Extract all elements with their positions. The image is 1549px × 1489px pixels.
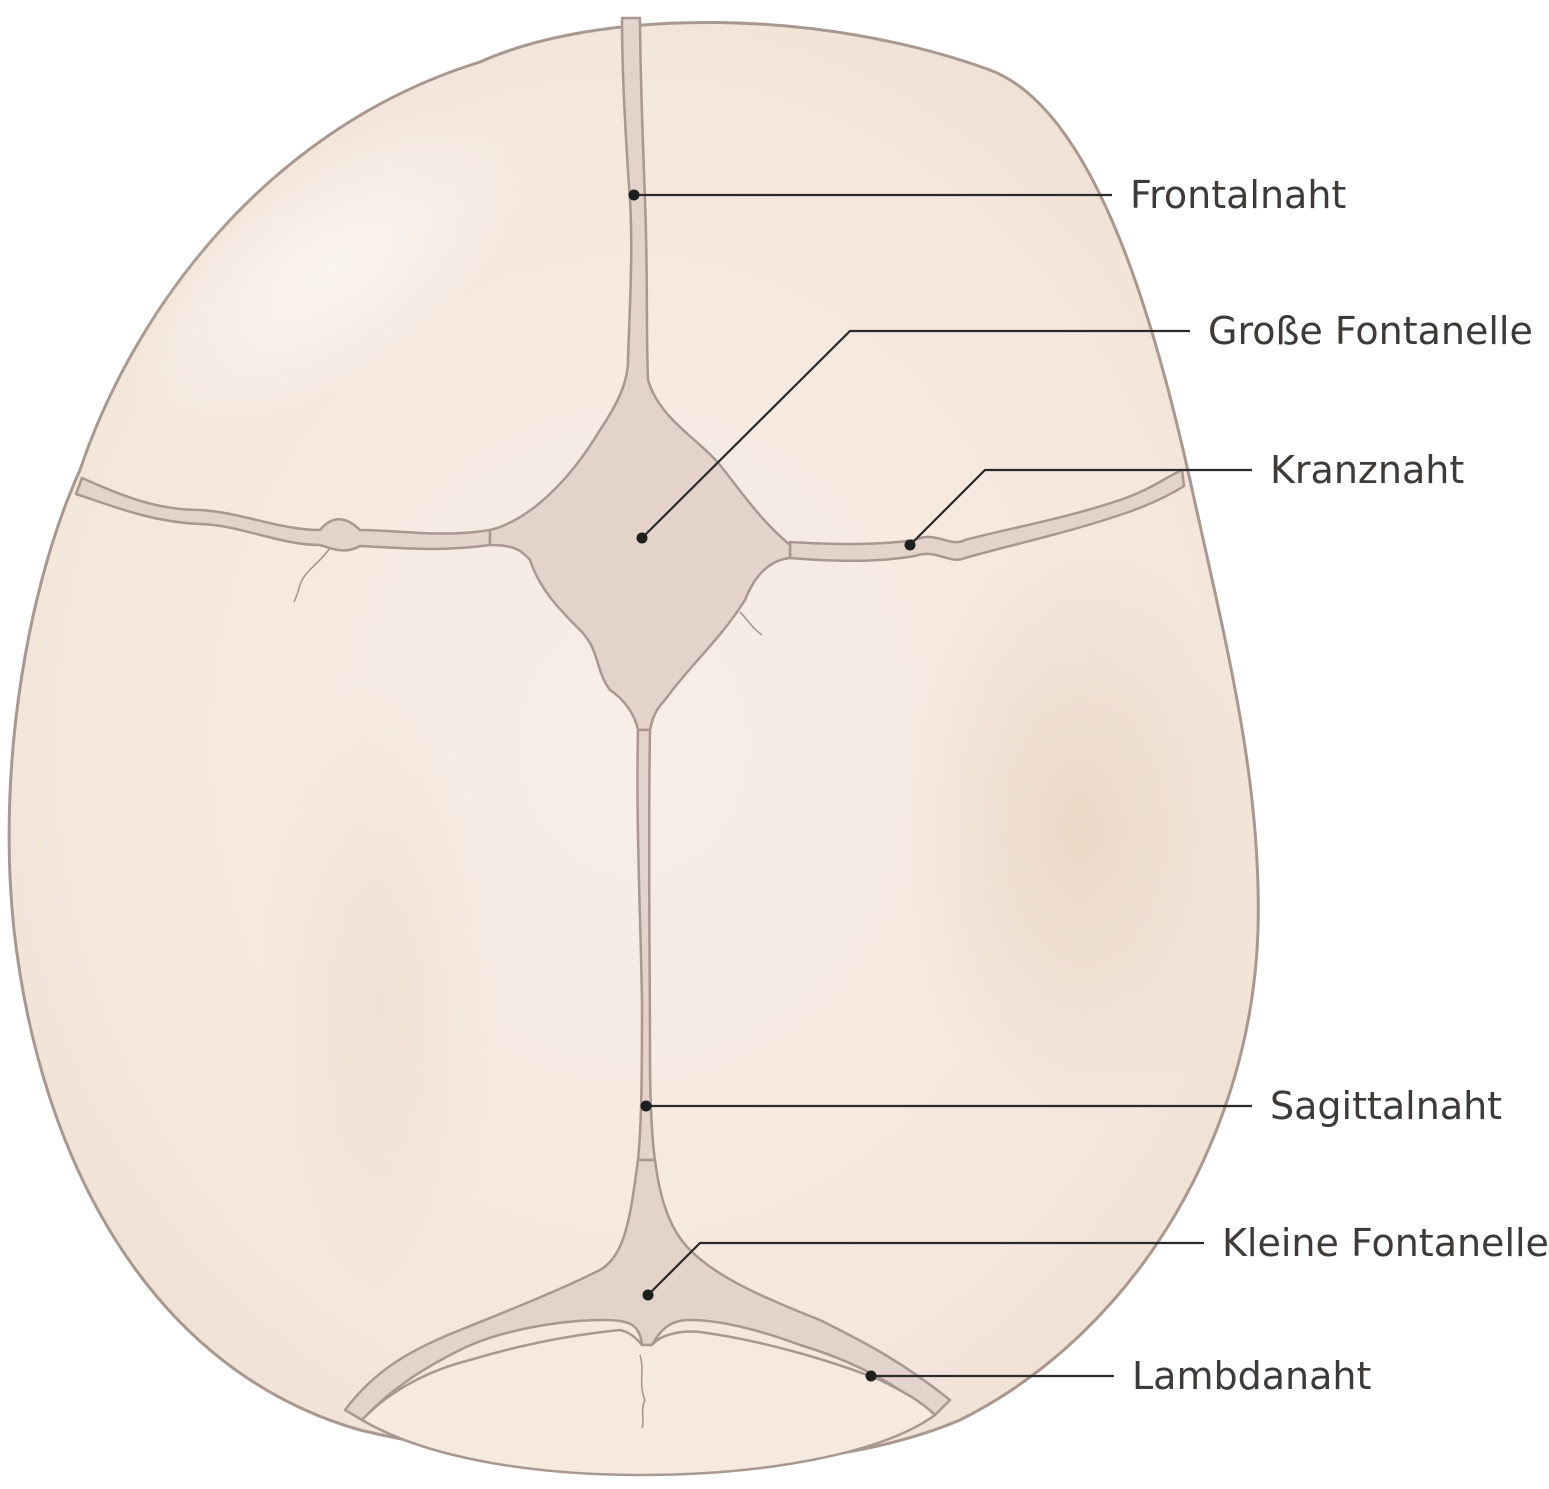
label-frontalnaht: Frontalnaht [1130, 173, 1346, 217]
leader-grosse-fontanelle [641, 329, 1190, 539]
bone-shading [131, 110, 1259, 1320]
annotation-labels: Frontalnaht Große Fontanelle Kranznaht S… [1130, 173, 1549, 1398]
dot-kleine-fontanelle [642, 1289, 654, 1301]
dot-lambdanaht [865, 1370, 877, 1382]
leader-kleine-fontanelle [647, 1241, 1204, 1296]
dot-grosse-fontanelle [636, 532, 648, 544]
anterior-fontanelle-shape [488, 16, 792, 732]
dot-kranznaht [904, 539, 916, 551]
annotation-leaders [628, 189, 1252, 1382]
label-kranznaht: Kranznaht [1270, 448, 1464, 492]
label-lambdanaht: Lambdanaht [1132, 1354, 1371, 1398]
label-sagittalnaht: Sagittalnaht [1270, 1084, 1502, 1128]
dot-frontalnaht [628, 189, 640, 201]
bone-cracks [293, 547, 763, 1429]
occipital-bone [360, 1328, 937, 1477]
leader-kranznaht [909, 468, 1252, 546]
coronal-suture-right [788, 468, 1186, 563]
dot-sagittalnaht [640, 1100, 652, 1112]
label-kleine-fontanelle: Kleine Fontanelle [1222, 1221, 1549, 1265]
label-grosse-fontanelle: Große Fontanelle [1208, 309, 1533, 353]
